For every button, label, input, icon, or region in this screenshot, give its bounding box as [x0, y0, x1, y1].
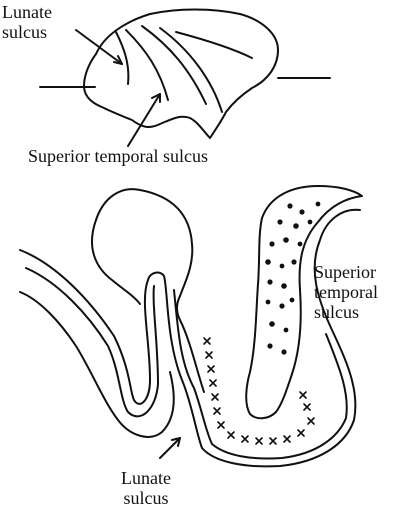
label-line: sulcus — [2, 22, 52, 42]
brain-outline — [84, 10, 278, 139]
label-line: Lunate — [2, 2, 52, 22]
sts-dots — [265, 202, 320, 355]
lunate-arrow-top — [76, 30, 122, 64]
label-line: temporal — [314, 282, 378, 302]
label-lunate-sulcus-bottom: Lunate sulcus — [114, 468, 178, 508]
label-line: Superior — [314, 262, 378, 282]
label-line: Lunate — [114, 468, 178, 488]
label-superior-temporal-sulcus-bottom: Superior temporal sulcus — [314, 262, 378, 322]
label-superior-temporal-sulcus-top: Superior temporal sulcus — [28, 146, 208, 166]
sulcus-line — [126, 30, 168, 100]
brain-lateral-view — [40, 10, 330, 147]
horizontal-section — [20, 186, 362, 466]
gyrus-outline — [92, 220, 140, 304]
label-lunate-sulcus-top: Lunate sulcus — [2, 2, 52, 42]
cortex-inner-line — [26, 268, 158, 416]
label-line: sulcus — [114, 488, 178, 508]
label-line: sulcus — [314, 302, 378, 322]
sulcus-line — [160, 28, 222, 112]
lunate-arrow-bottom — [160, 438, 180, 458]
sulcus-line — [116, 32, 128, 84]
